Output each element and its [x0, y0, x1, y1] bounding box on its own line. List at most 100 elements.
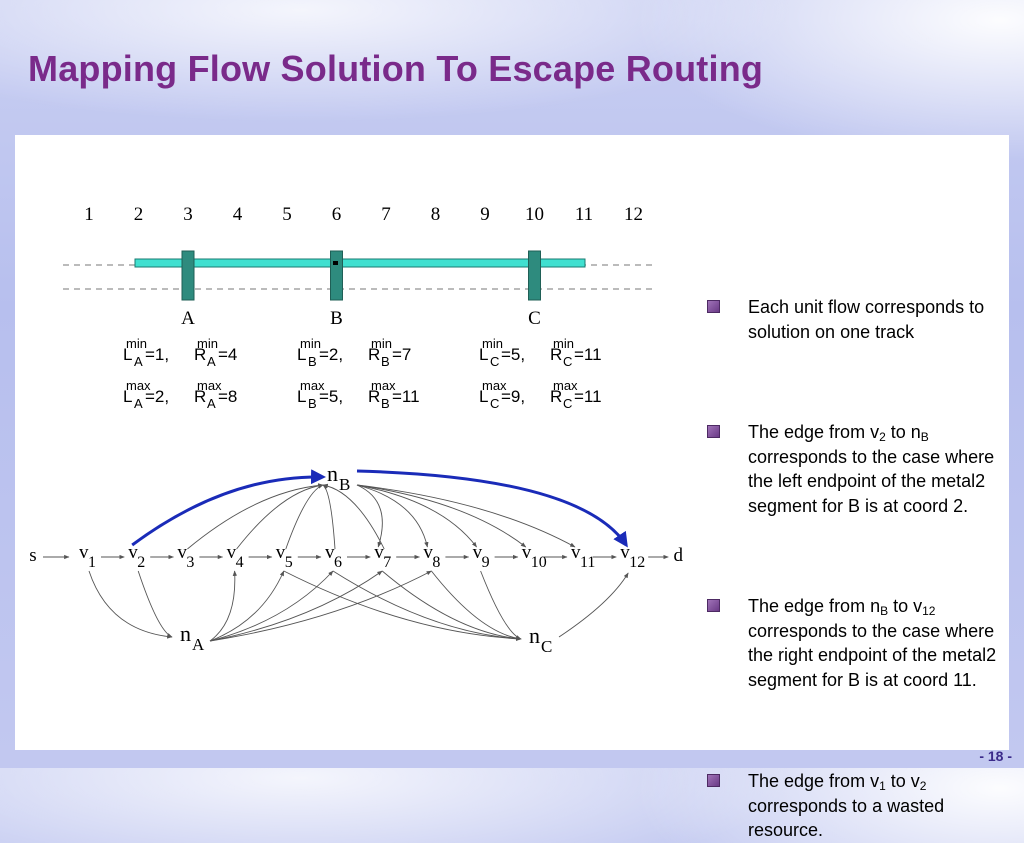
- edge-to-nc: [283, 570, 522, 641]
- node-v-subscript: 10: [531, 554, 547, 571]
- edge-to-nb: [322, 484, 336, 550]
- constraint-right-symbol: R: [368, 387, 380, 406]
- edge-to-nb: [187, 483, 324, 550]
- track-coordinate-label: 7: [381, 204, 391, 225]
- track-coordinate-label: 5: [282, 204, 292, 225]
- constraint-left-symbol: L: [479, 345, 488, 364]
- constraint-right-subscript: B: [381, 396, 390, 411]
- edge-from-na: [209, 570, 238, 642]
- constraint-superscript: max: [482, 378, 507, 393]
- constraint-left-value: =2,: [319, 345, 343, 364]
- track-coordinate-label: 8: [431, 204, 441, 225]
- pin-a: [181, 250, 195, 301]
- constraint-right-value: =8: [218, 387, 237, 406]
- constraint-right-symbol: R: [194, 387, 206, 406]
- constraint-left-symbol: L: [297, 345, 306, 364]
- constraint-superscript: min: [371, 336, 392, 351]
- edge-to-nb: [236, 483, 324, 550]
- constraint-superscript: max: [553, 378, 578, 393]
- node-n-subscript: C: [541, 637, 552, 656]
- edge-from-nb: [356, 484, 429, 548]
- pin-label-a: A: [181, 308, 195, 329]
- node-v-letter: v: [227, 542, 237, 563]
- node-n-letter: n: [327, 461, 338, 486]
- bullet-text: The edge from v1 to v2 corresponds to a …: [748, 771, 945, 840]
- bullet-square-icon: [707, 774, 720, 787]
- page-title: Mapping Flow Solution To Escape Routing: [28, 48, 764, 89]
- constraint-right-subscript: C: [563, 354, 572, 369]
- constraint-left-value: =5,: [319, 387, 343, 406]
- edge-from-nb: [356, 484, 527, 548]
- constraint-right-subscript: A: [207, 396, 216, 411]
- constraint-right-symbol: R: [368, 345, 380, 364]
- constraint-left-value: =2,: [145, 387, 169, 406]
- constraint-right-value: =11: [574, 345, 602, 364]
- track-coordinate-label: 4: [233, 204, 243, 225]
- constraint-right-value: =4: [218, 345, 237, 364]
- highlight-edge-v2-nb: [131, 469, 326, 547]
- constraint-left-value: =1,: [145, 345, 169, 364]
- node-v-subscript: 6: [334, 554, 342, 571]
- constraint-superscript: min: [482, 336, 503, 351]
- node-v-subscript: 4: [236, 554, 244, 571]
- constraint-right-value: =7: [392, 345, 411, 364]
- constraint-right-subscript: C: [563, 396, 572, 411]
- bullet-square-icon: [707, 425, 720, 438]
- track-coordinate-label: 2: [134, 204, 144, 225]
- edge-from-nb: [356, 484, 383, 548]
- node-v-letter: v: [620, 542, 630, 563]
- metal2-segment: [134, 258, 586, 268]
- node-v-letter: v: [325, 542, 335, 563]
- edge-to-nb: [322, 483, 385, 550]
- edge-from-nc: [558, 572, 629, 638]
- highlight-edge-nb-v12: [356, 469, 628, 548]
- edge-to-nc: [480, 570, 522, 640]
- bullet-text: The edge from nB to v12 corresponds to t…: [748, 596, 997, 690]
- node-n-letter: n: [529, 623, 540, 648]
- constraint-left-subscript: B: [308, 354, 317, 369]
- pin-label-b: B: [330, 308, 343, 329]
- node-v-subscript: 1: [88, 554, 96, 571]
- edge-from-na: [209, 570, 383, 642]
- node-source: s: [29, 545, 36, 566]
- node-v-letter: v: [128, 542, 138, 563]
- node-v-letter: v: [522, 542, 532, 563]
- edge-to-nb: [285, 484, 324, 550]
- constraint-left-subscript: A: [134, 354, 143, 369]
- constraint-left-subscript: B: [308, 396, 317, 411]
- segment-marker: [333, 261, 338, 265]
- bullet-square-icon: [707, 599, 720, 612]
- pin-b: [330, 250, 343, 301]
- track-coordinate-label: 10: [525, 204, 544, 225]
- constraint-left-subscript: C: [490, 354, 499, 369]
- constraint-left-symbol: L: [123, 345, 132, 364]
- pin-c: [528, 250, 541, 301]
- constraint-right-value: =11: [392, 387, 420, 406]
- constraint-superscript: min: [197, 336, 218, 351]
- track-coordinate-label: 11: [575, 204, 593, 225]
- node-v-subscript: 8: [432, 554, 440, 571]
- node-v-letter: v: [79, 542, 89, 563]
- constraint-left-symbol: L: [479, 387, 488, 406]
- node-v-letter: v: [423, 542, 433, 563]
- bullet-text: Each unit flow corresponds to solution o…: [748, 297, 985, 342]
